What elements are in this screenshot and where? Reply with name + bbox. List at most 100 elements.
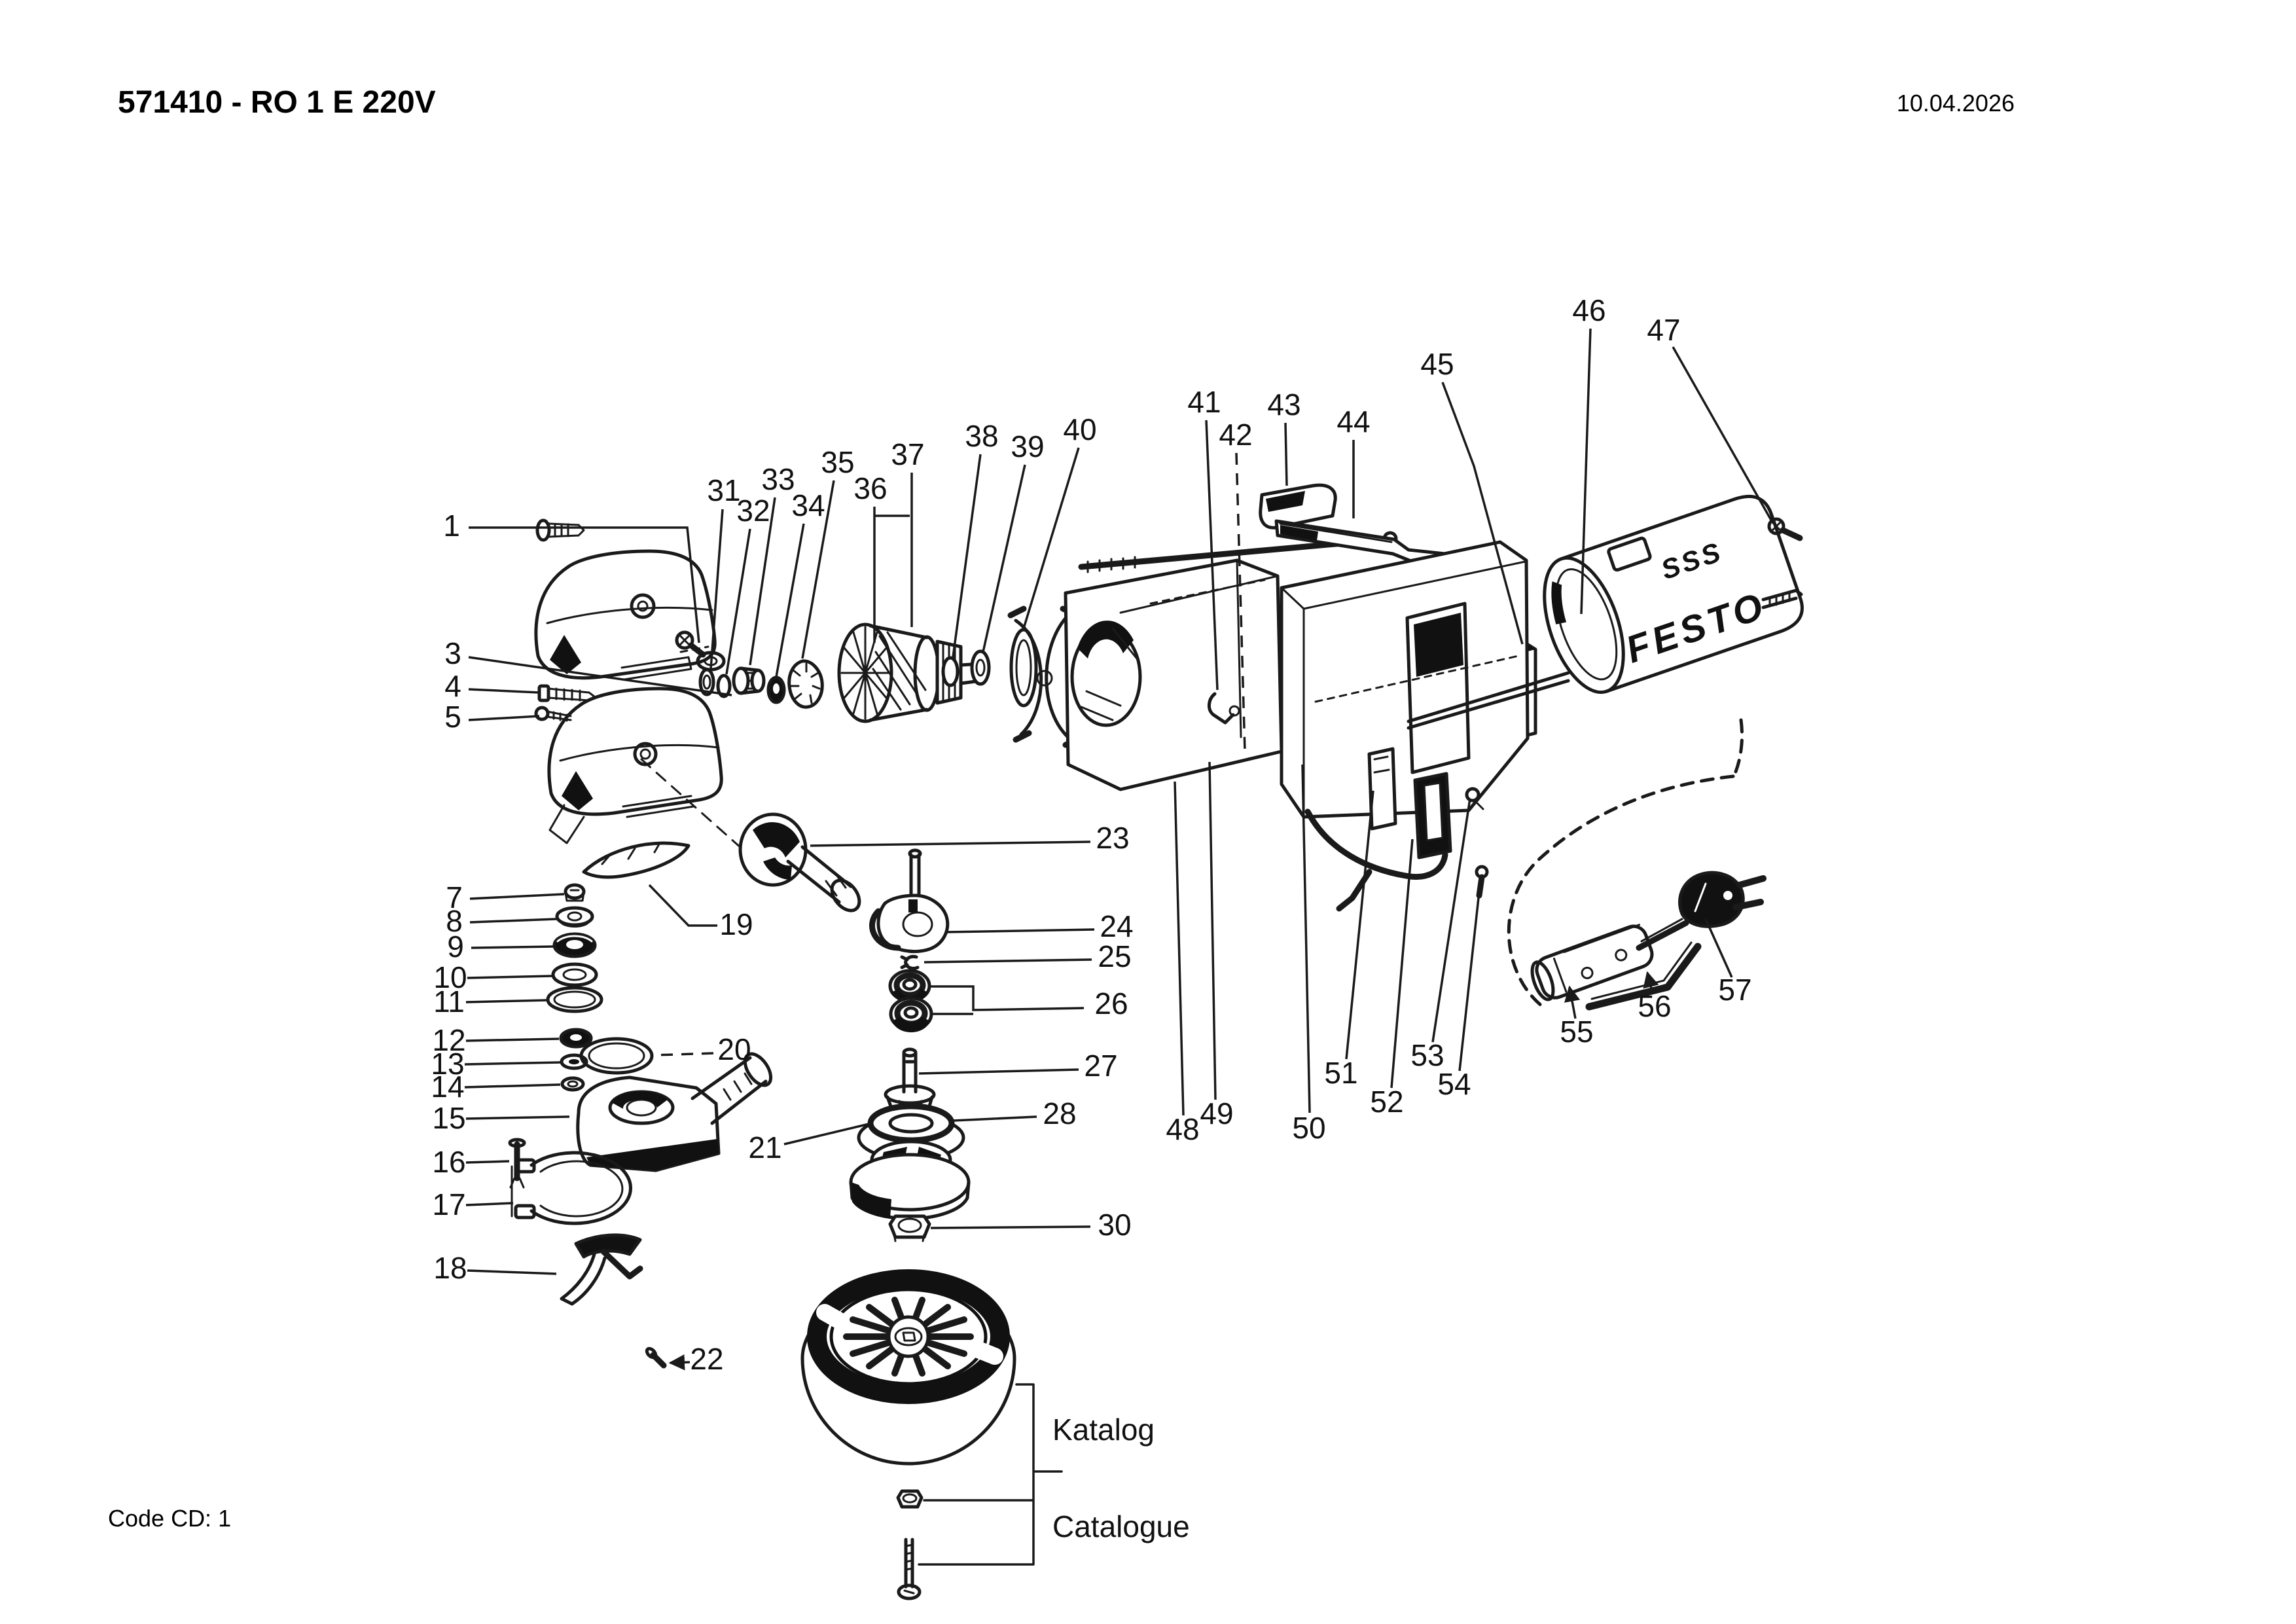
barrel-screw: [1767, 517, 1803, 541]
katalog-label: Katalog: [1052, 1413, 1155, 1447]
part-callout-1: 1: [443, 509, 460, 543]
pinion-gear: [732, 666, 766, 695]
part-callout-49: 49: [1200, 1096, 1233, 1130]
crank-counterweight: [738, 812, 861, 912]
part-leader-27: [918, 1068, 1079, 1075]
part-callout-17: 17: [432, 1187, 465, 1221]
pad-nut: [896, 1489, 924, 1509]
part-callout-46: 46: [1572, 293, 1605, 327]
part-leader-7: [469, 893, 565, 900]
part-leader-54: [1458, 879, 1482, 1072]
part-callout-11: 11: [433, 984, 465, 1019]
part-callout-42: 42: [1219, 418, 1252, 452]
brush-plate: [1007, 605, 1082, 748]
part-leader-1: [469, 526, 700, 643]
part-callout-32: 32: [736, 494, 770, 528]
part-callout-15: 15: [432, 1101, 465, 1135]
part-callout-26: 26: [1094, 986, 1128, 1020]
part-callout-31: 31: [707, 473, 740, 507]
part-callout-36: 36: [853, 471, 887, 505]
spindle-nut: [888, 1214, 931, 1242]
shaft-washers-row: [698, 659, 824, 709]
part-leader-57: [1704, 918, 1733, 978]
part-callout-21: 21: [748, 1130, 781, 1164]
part-leader-43: [1284, 422, 1288, 486]
part-leader-35: [801, 480, 835, 659]
part-callout-39: 39: [1011, 429, 1044, 463]
part-callout-10: 10: [433, 960, 467, 994]
part-callout-54: 54: [1437, 1067, 1471, 1101]
part-leader-41: [1205, 420, 1219, 691]
part-callout-34: 34: [791, 488, 825, 522]
part-leader-28: [952, 1115, 1037, 1122]
part-leader-3: [468, 656, 732, 696]
gear-housing: [576, 1052, 773, 1172]
diagram-artwork: SSS FESTO: [508, 483, 1804, 1600]
part-leader-56: [1643, 971, 1659, 994]
part-leader-32: [725, 528, 751, 675]
part-callout-7: 7: [446, 880, 463, 914]
rear-handle-outline: [1507, 718, 1744, 1011]
part-leader-9: [471, 945, 554, 949]
part-leader-14: [464, 1083, 561, 1089]
callouts-layer: 1345789101112131415161718192021222324252…: [431, 293, 1774, 1376]
air-deflector: [582, 841, 691, 879]
part-callout-30: 30: [1098, 1208, 1131, 1242]
part-leader-23: [810, 840, 1091, 847]
part-callout-19: 19: [719, 907, 753, 941]
motor-shaft-rod: [1407, 588, 1803, 730]
part-leader-16: [465, 1160, 510, 1164]
part-leader-19: [648, 884, 717, 927]
clamp-ring: [511, 1151, 632, 1225]
part-leader-30: [930, 1225, 1091, 1229]
part-callout-45: 45: [1420, 347, 1454, 381]
armature: [837, 623, 982, 723]
part-leader-39: [982, 464, 1026, 653]
cable-clip: [1208, 692, 1240, 725]
part-leader-10: [467, 975, 553, 979]
power-cord-plug: [1636, 871, 1767, 951]
part-leader-17: [465, 1202, 514, 1206]
part-leader-45: [1441, 382, 1524, 645]
part-callout-18: 18: [433, 1251, 467, 1285]
part-callout-9: 9: [447, 929, 464, 964]
motor-housing-cover-lower: [547, 687, 761, 865]
part-callout-48: 48: [1166, 1112, 1199, 1146]
part-leader-48: [1174, 781, 1185, 1116]
part-leader-12: [465, 1038, 560, 1042]
part-leader-33: [749, 497, 776, 666]
motor-case-block: [1280, 540, 1530, 912]
motor-housing-cover-upper: [534, 549, 717, 681]
part-callout-47: 47: [1647, 313, 1680, 347]
part-callout-50: 50: [1292, 1111, 1325, 1145]
part-callout-3: 3: [444, 636, 461, 670]
part-leader-50: [1301, 764, 1311, 1113]
part-callout-24: 24: [1100, 909, 1133, 943]
part-callout-8: 8: [446, 904, 463, 938]
part-leader-13: [464, 1061, 561, 1066]
part-callout-44: 44: [1336, 405, 1370, 439]
part-callout-13: 13: [431, 1047, 464, 1081]
part-leader-18: [467, 1269, 557, 1275]
part-callout-52: 52: [1370, 1085, 1403, 1119]
part-callout-16: 16: [432, 1145, 465, 1179]
ball-bearings-pair: [888, 969, 933, 1033]
part-leader-21: [783, 1122, 872, 1146]
part-callout-55: 55: [1560, 1015, 1593, 1049]
eccentric-shaft: [869, 848, 950, 953]
part-callout-28: 28: [1043, 1096, 1076, 1130]
part-leader-38: [952, 454, 982, 658]
part-callout-33: 33: [761, 462, 795, 496]
part-leader-24: [944, 928, 1095, 933]
part-callout-43: 43: [1267, 388, 1300, 422]
stator: [1064, 558, 1283, 791]
motor-barrel: SSS FESTO: [1543, 495, 1804, 695]
part-leader-51: [1345, 790, 1374, 1060]
part-callout-53: 53: [1410, 1038, 1444, 1072]
part-callout-4: 4: [444, 669, 461, 703]
part-leader-4: [468, 688, 540, 694]
small-pin-22: [645, 1346, 667, 1369]
part-callout-51: 51: [1324, 1056, 1357, 1090]
